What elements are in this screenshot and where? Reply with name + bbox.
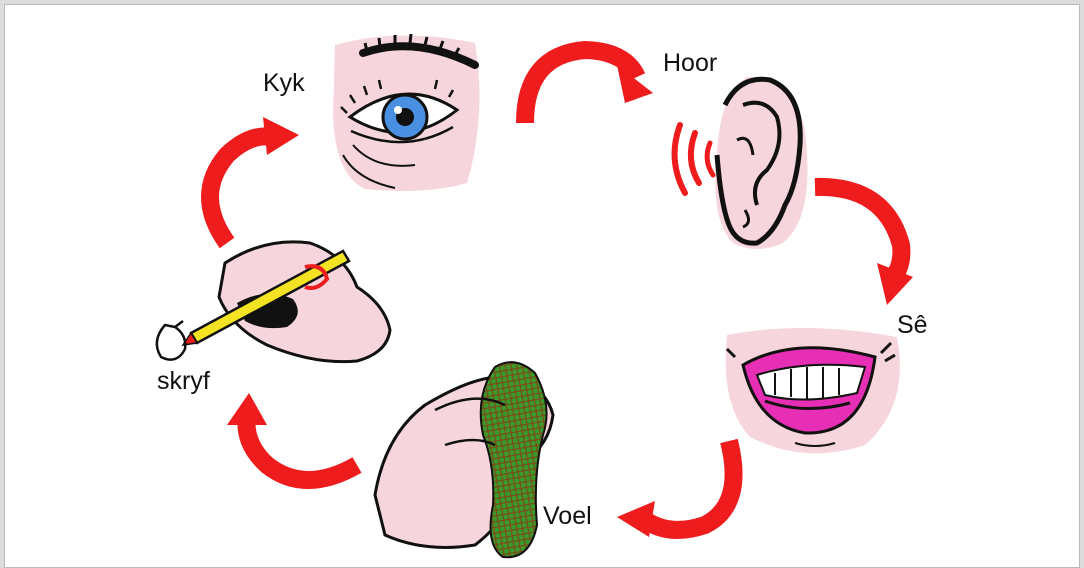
arrow-se-to-voel [617, 441, 734, 537]
mouth-icon [726, 328, 900, 453]
arrow-voel-to-skryf [227, 393, 357, 480]
hand-touching-cloth-icon [375, 362, 553, 557]
label-hoor: Hoor [663, 49, 717, 77]
hand-writing-icon [157, 242, 390, 362]
eye-icon [333, 34, 480, 191]
label-skryf: skryf [157, 367, 210, 395]
arrow-kyk-to-hoor [525, 50, 653, 123]
arrow-hoor-to-se [815, 187, 913, 305]
arrow-skryf-to-kyk [210, 117, 299, 243]
label-kyk: Kyk [263, 69, 305, 97]
ear-icon [675, 77, 808, 249]
label-se: Sê [897, 311, 928, 339]
diagram-frame: Kyk Hoor Sê Voel skryf [4, 4, 1080, 568]
label-voel: Voel [543, 502, 592, 530]
learning-cycle-diagram: Kyk Hoor Sê Voel skryf [5, 5, 1080, 568]
